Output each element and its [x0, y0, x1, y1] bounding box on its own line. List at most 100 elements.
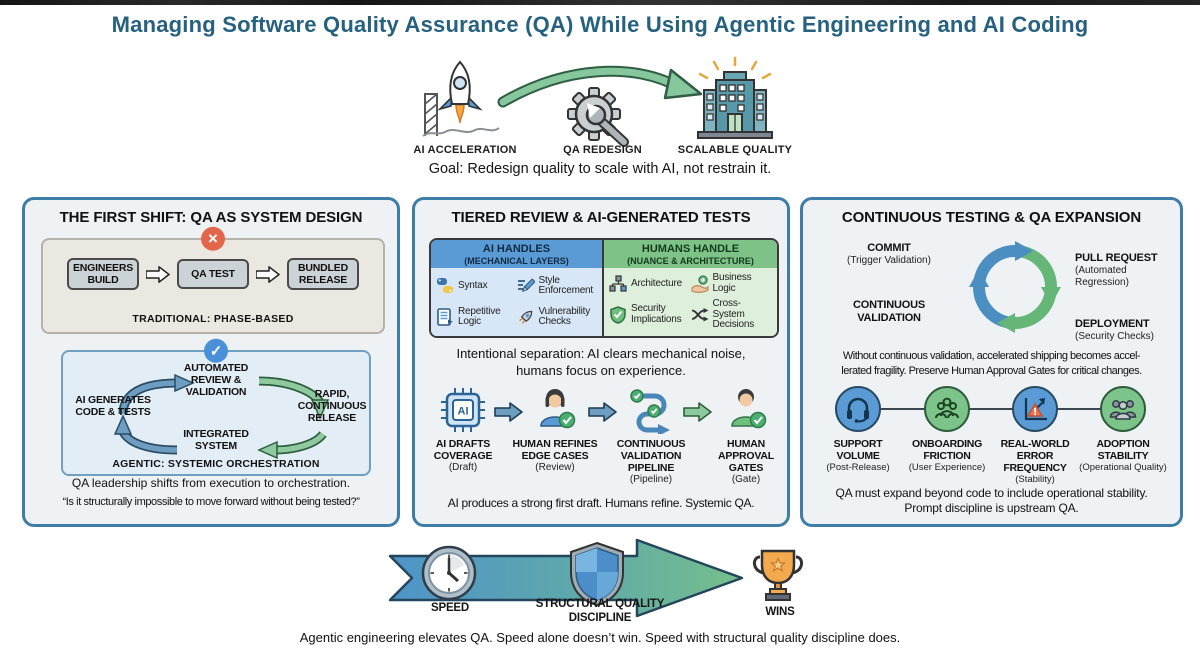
tiered-table: AI HANDLES (MECHANICAL LAYERS) Syntax: [429, 238, 779, 338]
approval-person-icon: [731, 389, 767, 429]
cycle-continuous-validation: CONTINUOUS VALIDATION: [825, 299, 953, 325]
tier-item-cross-system: Cross-System Decisions: [691, 298, 773, 331]
tier-item-label: Business Logic: [712, 272, 752, 294]
separation-text-1: Intentional separation: AI clears mechan…: [456, 346, 746, 361]
tier-item-architecture: Architecture: [609, 275, 691, 293]
panel-continuous-caption-1: QA must expand beyond code to include op…: [835, 486, 1148, 500]
agentic-cycle-arrows-icon: [113, 373, 330, 460]
cycle-deployment: DEPLOYMENT (Security Checks): [1075, 318, 1179, 343]
building-icon: [697, 56, 773, 139]
header-step-label: QA REDESIGN: [563, 144, 642, 156]
trophy-icon: [753, 549, 803, 601]
pipeline-icon: [630, 389, 670, 434]
header-step-label: AI ACCELERATION: [413, 144, 517, 156]
node-qa-test: QA TEST: [177, 259, 249, 290]
adoption-group-icon: [1109, 400, 1137, 420]
tier-item-business-logic: Business Logic: [690, 272, 773, 294]
continuous-warning-1: Without continuous validation, accelerat…: [842, 350, 1141, 362]
metric-label: SUPPORT VOLUME: [833, 438, 883, 463]
tier-item-label: Architecture: [631, 277, 682, 289]
ai-chip-icon: AI: [441, 388, 485, 432]
tier-item-syntax: Syntax: [436, 277, 517, 295]
node-engineers-build: ENGINEERS BUILD: [67, 258, 139, 291]
ai-handles-title: AI HANDLES: [482, 243, 551, 255]
humans-handle-header: HUMANS HANDLE (NUANCE & ARCHITECTURE): [604, 240, 777, 268]
cycle-commit: COMMIT (Trigger Validation): [825, 242, 953, 267]
tier-item-vulnerability: Vulnerability Checks: [517, 305, 598, 328]
panel-first-caption-1: QA leadership shifts from execution to o…: [71, 476, 351, 490]
panel-continuous-title: CONTINUOUS TESTING & QA EXPANSION: [841, 209, 1142, 226]
flow-label: CONTINUOUS VALIDATION PIPELINE: [616, 438, 686, 475]
flow-human-refines: HUMAN REFINES EDGE CASES (Review): [509, 386, 601, 473]
python-icon: [437, 278, 453, 294]
speed-to-wins-arrow-icon: [388, 538, 744, 618]
repetitive-doc-icon: [437, 308, 453, 327]
humans-handle-title: HUMANS HANDLE: [641, 243, 740, 255]
flow-label: HUMAN REFINES EDGE CASES: [512, 438, 598, 463]
cycle-deploy-sub: (Security Checks): [1075, 331, 1154, 343]
metric-sublabel: (Stability): [1015, 474, 1055, 486]
right-arrow-icon: [146, 265, 170, 283]
rocket-launch-icon: [422, 60, 500, 137]
ai-handles-subtitle: (MECHANICAL LAYERS): [464, 255, 569, 266]
flow-sublabel: (Pipeline): [629, 474, 673, 486]
check-badge-icon: ✓: [204, 338, 228, 363]
footer-stage-wins: WINS: [765, 606, 795, 618]
panel-continuous-caption-2: Prompt discipline is upstream QA.: [904, 501, 1079, 515]
continuous-warning-2: lerated fragility. Preserve Human Approv…: [841, 365, 1142, 377]
footer-stage-speed: SPEED: [431, 602, 469, 614]
footer-stage-quality: STRUCTURAL QUALITY DISCIPLINE: [535, 598, 665, 624]
support-volume-circle: [835, 386, 881, 432]
cycle-pr-label: PULL REQUEST: [1075, 252, 1158, 264]
cycle-pr-sub: (Automated Regression): [1075, 265, 1129, 289]
cycle-deploy-label: DEPLOYMENT: [1075, 318, 1150, 330]
flow-sublabel: (Draft): [448, 462, 478, 474]
clock-icon: [421, 545, 477, 601]
svg-text:AI: AI: [458, 406, 469, 418]
flow-arrow-blue-icon: [588, 402, 617, 422]
cross-system-icon: [691, 307, 708, 322]
cycle-commit-sub: (Trigger Validation): [847, 255, 931, 267]
node-bundled-release: BUNDLED RELEASE: [287, 258, 359, 291]
vulnerability-rocket-icon: [518, 311, 532, 325]
agentic-cycle-box: ✓ AI GENERATES CODE & TESTS AUTOMATED RE…: [61, 338, 371, 476]
metric-connector-line: [858, 408, 1123, 410]
panel-tiered-review: TIERED REVIEW & AI-GENERATED TESTS AI HA…: [412, 197, 790, 527]
flow-human-approval: HUMAN APPROVAL GATES (Gate): [700, 386, 792, 485]
security-shield-icon: [610, 306, 626, 324]
human-review-icon: [540, 389, 576, 429]
cycle-node-ai-generates: AI GENERATES CODE & TESTS: [75, 394, 151, 419]
flow-ai-drafts: AI AI DRAFTS COVERAGE (Draft): [417, 386, 509, 473]
architecture-icon: [609, 275, 627, 292]
metric-error-frequency: REAL-WORLD ERROR FREQUENCY (Stability): [989, 438, 1081, 485]
cycle-node-automated-review: AUTOMATED REVIEW & VALIDATION: [183, 362, 249, 399]
metric-sublabel: (Post-Release): [826, 462, 890, 474]
humans-handle-column: HUMANS HANDLE (NUANCE & ARCHITECTURE) Ar…: [604, 240, 777, 336]
humans-handle-body: Architecture Business Logic: [604, 267, 777, 336]
tier-item-label: Style Enforcement: [538, 274, 594, 297]
traditional-label: TRADITIONAL: PHASE-BASED: [132, 313, 294, 325]
metric-sublabel: (User Experience): [908, 462, 986, 474]
cycle-node-rapid-release: RAPID, CONTINUOUS RELEASE: [297, 388, 367, 425]
cycle-cv-label: CONTINUOUS VALIDATION: [853, 299, 925, 325]
flow-sublabel: (Review): [535, 462, 575, 474]
panel-first-shift: THE FIRST SHIFT: QA AS SYSTEM DESIGN × E…: [22, 197, 400, 527]
error-chart-icon: [1024, 398, 1047, 421]
metric-sublabel: (Operational Quality): [1079, 462, 1167, 474]
cycle-pull-request: PULL REQUEST (Automated Regression): [1075, 252, 1179, 289]
agentic-label: AGENTIC: SYSTEMIC ORCHESTRATION: [112, 458, 320, 470]
tier-item-label: Vulnerability Checks: [538, 305, 591, 328]
tier-item-label: Repetitive Logic: [458, 305, 501, 328]
headset-icon: [847, 397, 869, 423]
ai-handles-column: AI HANDLES (MECHANICAL LAYERS) Syntax: [431, 240, 604, 336]
cycle-node-integrated-system: INTEGRATED SYSTEM: [183, 428, 249, 453]
onboarding-friction-circle: [924, 386, 970, 432]
flow-sublabel: (Gate): [731, 474, 761, 486]
page-title: Managing Software Quality Assurance (QA)…: [111, 12, 1089, 37]
onboarding-people-icon: [935, 397, 959, 419]
metric-label: ONBOARDING FRICTION: [912, 438, 982, 463]
humans-handle-subtitle: (NUANCE & ARCHITECTURE): [627, 255, 754, 266]
metric-label: REAL-WORLD ERROR FREQUENCY: [1000, 438, 1070, 475]
tier-item-label: Cross-System Decisions: [712, 298, 755, 331]
tier-item-security: Security Implications: [609, 304, 691, 325]
